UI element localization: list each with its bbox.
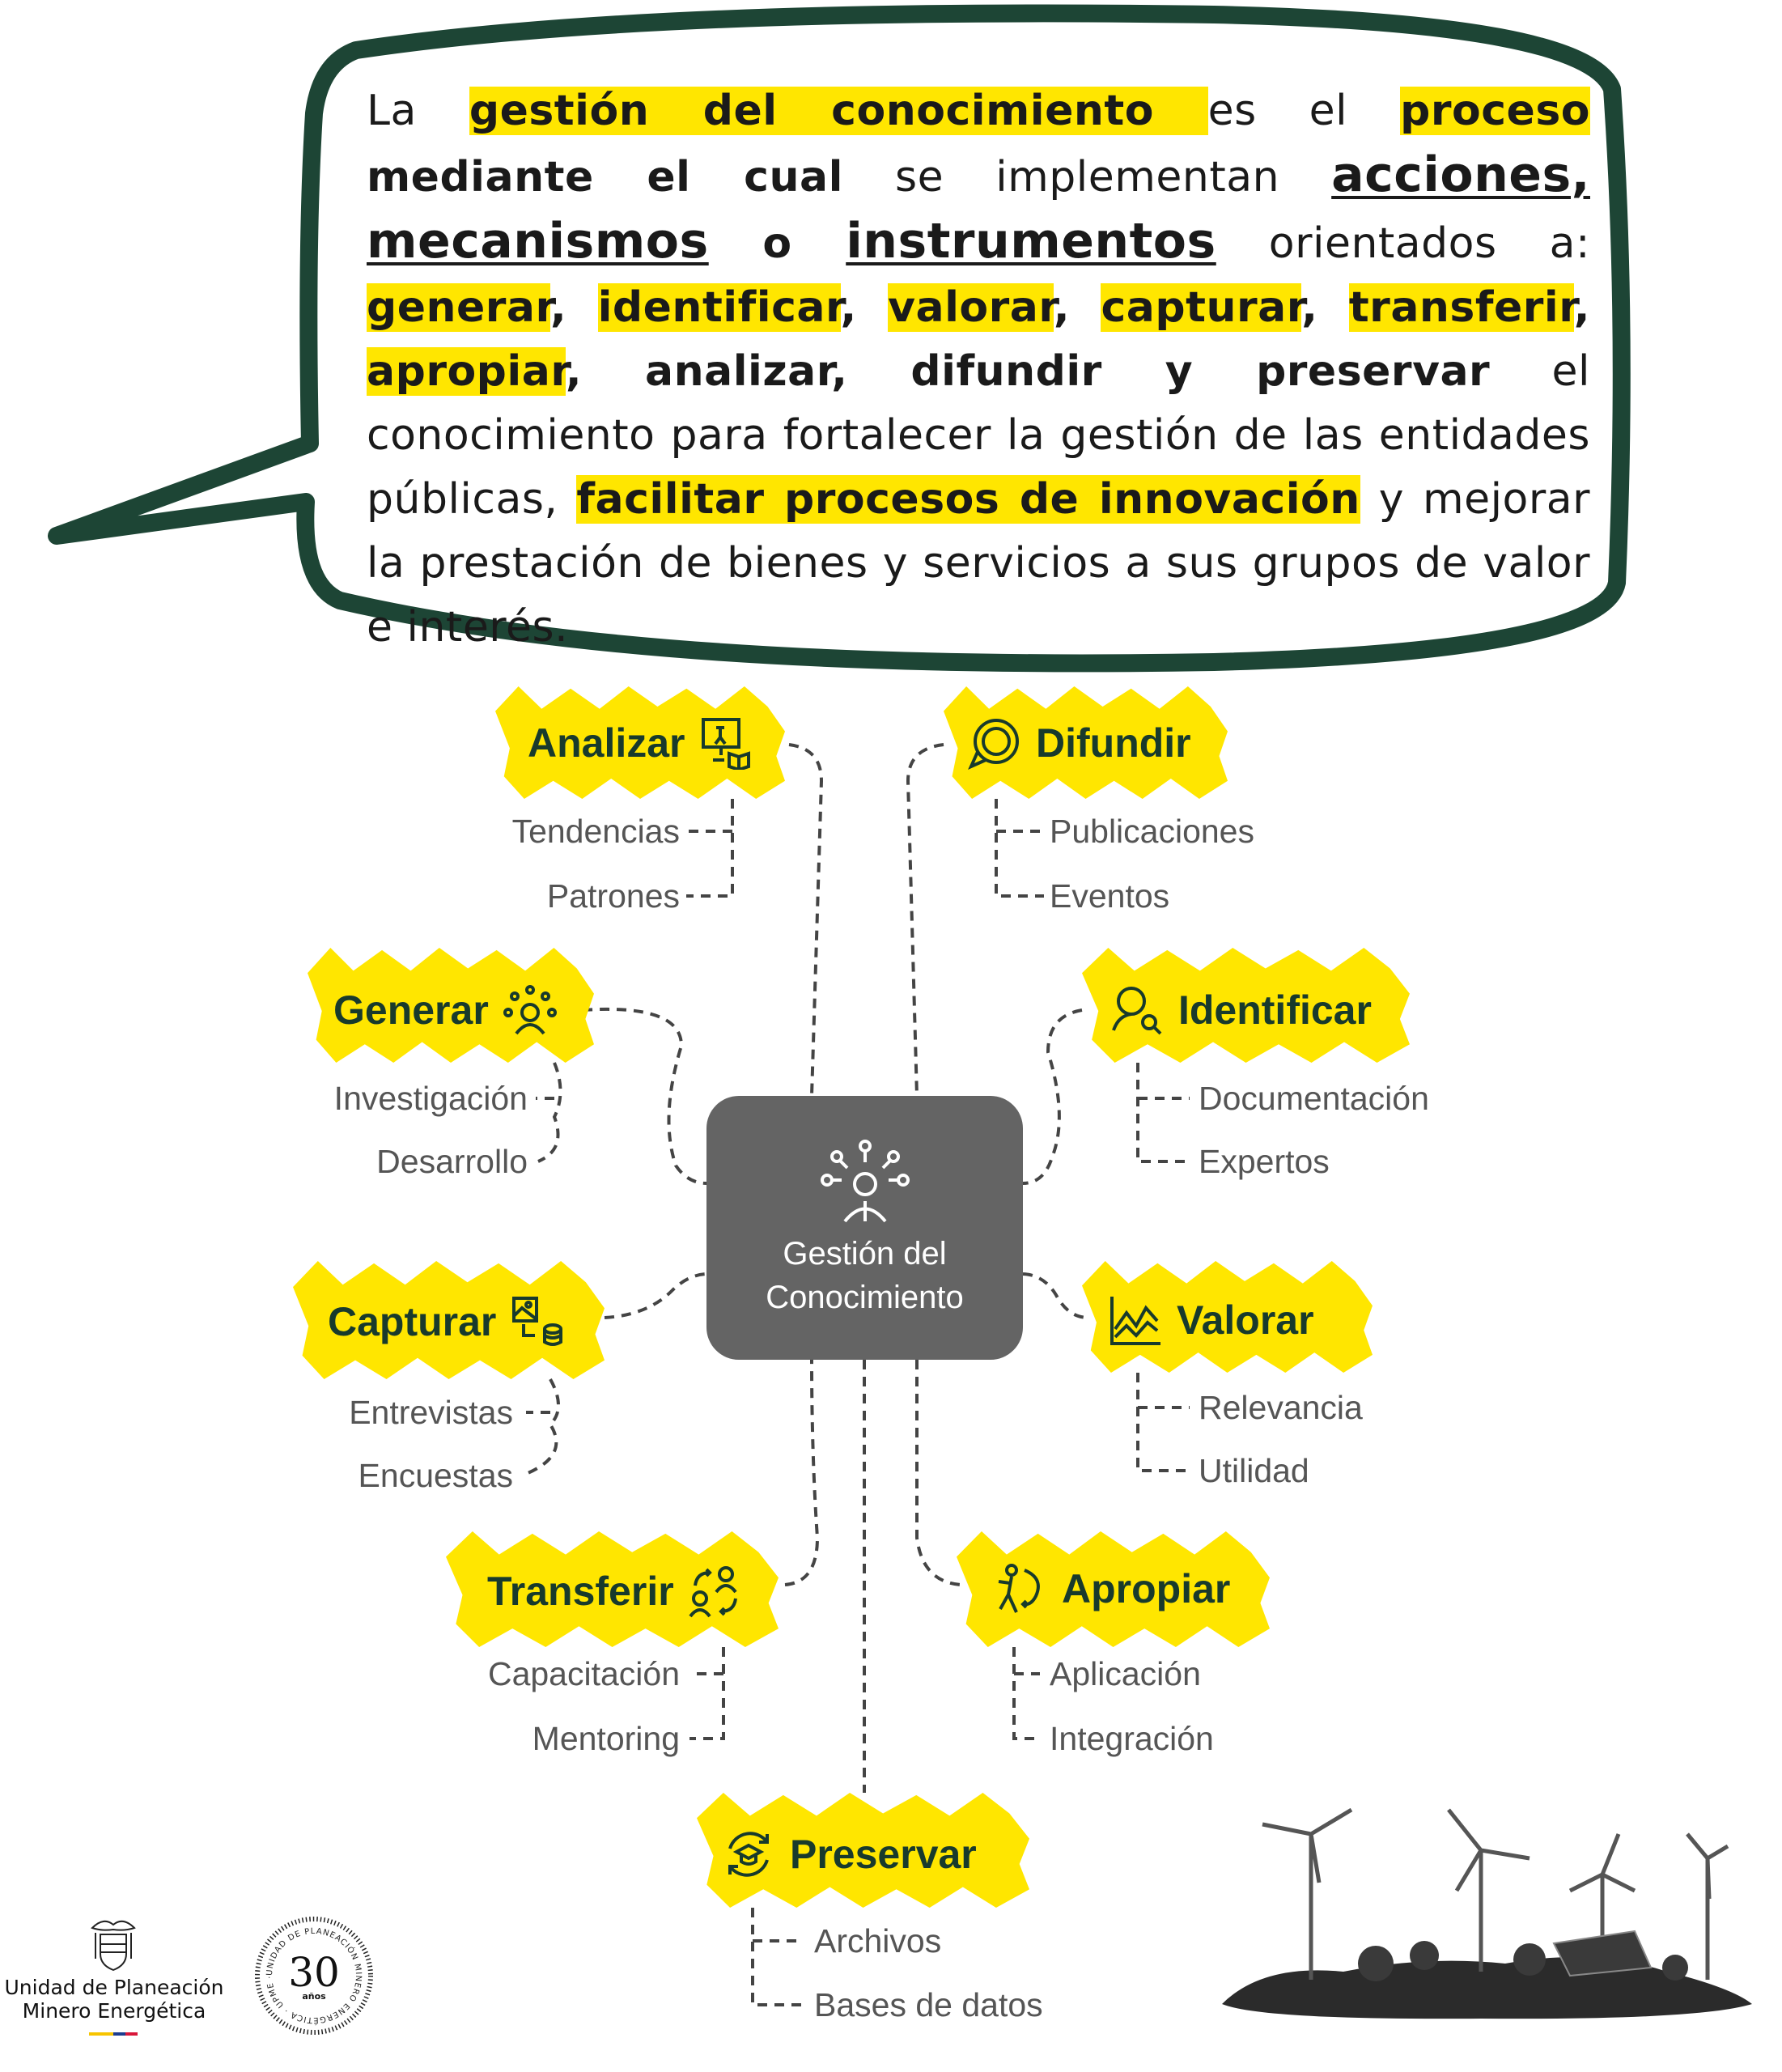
user-transfer-icon: [689, 1566, 737, 1618]
intro-segment: ,: [1573, 283, 1591, 332]
intro-segment: valorar: [888, 283, 1054, 332]
analizar-sub-1: Tendencias: [511, 813, 680, 850]
intro-segment: el conocimiento para fortalecer la gesti…: [367, 347, 1590, 524]
analizar-sub-2: Patrones: [546, 877, 680, 915]
node-difundir[interactable]: Difundir: [968, 716, 1191, 770]
org-name-line1: Unidad de Planeación: [4, 1976, 224, 1999]
coat-of-arms-icon: [91, 1920, 136, 1972]
intro-segment: y mejorar la prestación de bienes y serv…: [367, 475, 1590, 652]
difundir-sub-2: Eventos: [1050, 877, 1170, 915]
intro-segment: , analizar, difundir y preservar: [565, 347, 1491, 396]
intro-segment: ,: [550, 283, 598, 332]
intro-segment: ,: [840, 283, 889, 332]
intro-segment: La: [367, 87, 469, 135]
node-label: Analizar: [528, 720, 685, 766]
intro-segment: transferir: [1348, 283, 1574, 332]
intro-segment: mediante el cual: [367, 153, 843, 202]
intro-segment: proceso: [1400, 87, 1590, 135]
intro-segment: identificar: [597, 283, 841, 332]
preservar-sub-1: Archivos: [814, 1922, 942, 1959]
intro-segment: acciones,: [1331, 146, 1590, 203]
intro-segment: instrumentos: [846, 213, 1216, 270]
intro-segment: capturar: [1101, 283, 1302, 332]
intro-segment: ,: [1053, 283, 1101, 332]
node-capturar[interactable]: Capturar: [328, 1295, 564, 1348]
image-database-icon: [512, 1297, 563, 1346]
org-name: Unidad de Planeación Minero Energética: [0, 1976, 228, 2023]
node-preservar[interactable]: Preservar: [722, 1828, 977, 1881]
node-valorar[interactable]: Valorar: [1109, 1293, 1314, 1347]
intro-segment: ,: [1301, 283, 1349, 332]
wind-turbines-illustration: [1222, 1807, 1752, 2019]
speech-bubble-icon: [968, 719, 1019, 770]
valorar-sub-2: Utilidad: [1199, 1452, 1309, 1489]
node-transferir[interactable]: Transferir: [487, 1565, 742, 1618]
capturar-sub-2: Encuestas: [358, 1457, 513, 1494]
node-label: Generar: [333, 987, 489, 1033]
flag-stripe: [89, 2032, 138, 2036]
transferir-sub-1: Capacitación: [487, 1655, 680, 1692]
identificar-sub-2: Expertos: [1199, 1143, 1330, 1180]
node-label: Identificar: [1178, 987, 1372, 1033]
intro-segment: o: [708, 219, 846, 268]
node-label: Apropiar: [1062, 1566, 1231, 1611]
node-label: Transferir: [487, 1569, 674, 1614]
capturar-sub-1: Entrevistas: [349, 1394, 513, 1431]
node-label: Difundir: [1036, 720, 1191, 766]
generar-sub-2: Desarrollo: [376, 1143, 528, 1180]
difundir-sub-1: Publicaciones: [1050, 813, 1254, 850]
graduation-refresh-icon: [728, 1832, 769, 1877]
identificar-sub-1: Documentación: [1199, 1080, 1429, 1117]
node-label: Valorar: [1177, 1297, 1314, 1343]
intro-segment: es el: [1207, 87, 1401, 135]
intro-segment: apropiar: [367, 347, 566, 396]
node-label: Capturar: [328, 1299, 497, 1344]
node-analizar[interactable]: Analizar: [528, 716, 753, 770]
node-apropiar[interactable]: Apropiar: [994, 1562, 1230, 1616]
node-identificar[interactable]: Identificar: [1110, 983, 1372, 1037]
central-node-title-line1: Gestión del: [783, 1236, 947, 1272]
intro-segment: generar: [367, 283, 551, 332]
apropiar-sub-1: Aplicación: [1050, 1655, 1201, 1692]
node-label: Preservar: [790, 1832, 977, 1877]
anniversary-seal: UNIDAD DE PLANEACIÓN MINERO ENERGÉTICA ·…: [255, 1917, 373, 2035]
person-arrow-icon: [998, 1564, 1040, 1613]
idea-person-icon: [503, 985, 557, 1035]
intro-paragraph: La gestión del conocimiento es el proces…: [367, 79, 1590, 660]
people-search-icon: [1112, 987, 1162, 1035]
seal-sub: años: [302, 1991, 326, 2002]
central-node-title-line2: Conocimiento: [766, 1280, 964, 1315]
person-network-icon: [820, 1140, 910, 1223]
intro-segment: orientados a:: [1216, 219, 1591, 268]
intro-segment: se implementan: [842, 153, 1332, 202]
generar-sub-1: Investigación: [333, 1080, 528, 1117]
preservar-sub-2: Bases de datos: [814, 1986, 1043, 2023]
intro-segment: gestión del conocimiento: [469, 87, 1208, 135]
central-node[interactable]: Gestión del Conocimiento: [706, 1096, 1023, 1360]
intro-segment: mecanismos: [367, 213, 709, 270]
seal-number: 30: [288, 1949, 340, 1996]
node-generar[interactable]: Generar: [333, 983, 557, 1037]
line-chart-icon: [1110, 1297, 1160, 1345]
intro-segment: facilitar procesos de innovación: [576, 475, 1360, 524]
transferir-sub-2: Mentoring: [532, 1720, 680, 1757]
presentation-book-icon: [701, 718, 750, 770]
valorar-sub-1: Relevancia: [1199, 1389, 1363, 1426]
org-name-line2: Minero Energética: [22, 1999, 206, 2023]
apropiar-sub-2: Integración: [1050, 1720, 1214, 1757]
